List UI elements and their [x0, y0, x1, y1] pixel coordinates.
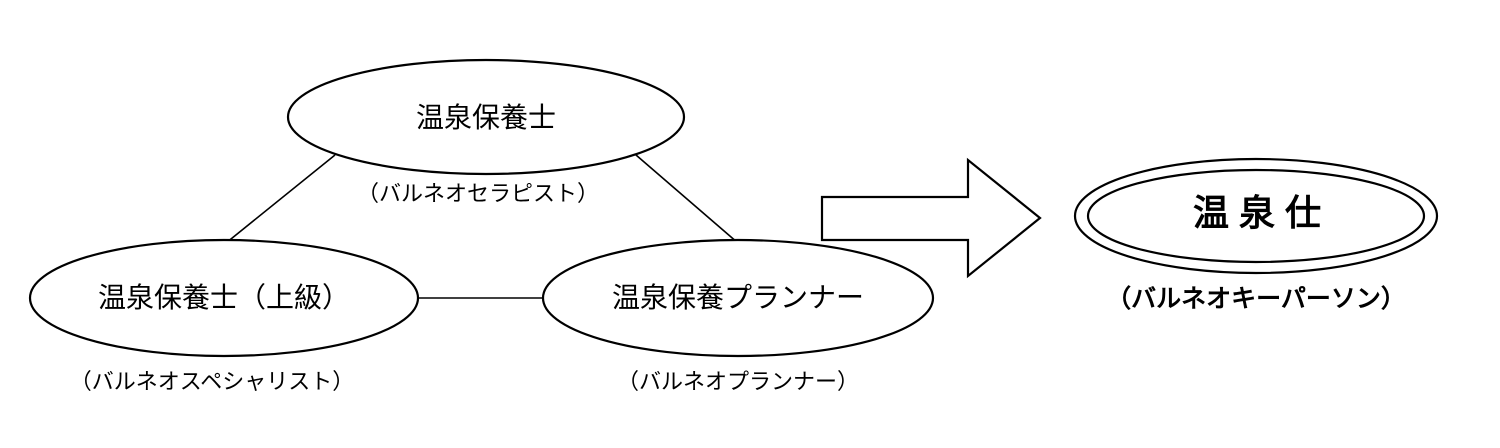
node-left-subtitle: （バルネオスペシャリスト）: [70, 370, 354, 395]
node-top-ellipse: [286, 58, 686, 176]
node-left-ellipse: [28, 238, 420, 358]
result-inner-ellipse: [1086, 168, 1426, 264]
arrow-right-icon: [820, 157, 1042, 279]
node-right-ellipse: [541, 238, 935, 358]
result-node: 温泉仕: [1073, 157, 1439, 275]
node-left-label: 温泉保養士（上級）: [98, 281, 350, 314]
node-left: 温泉保養士（上級）: [28, 238, 420, 358]
node-top: 温泉保養士: [286, 58, 686, 176]
connector-top-left: [225, 154, 336, 244]
result-label: 温泉仕: [1193, 193, 1331, 234]
connector-top-right: [635, 154, 739, 244]
result-subtitle: （バルネオキーパーソン）: [1106, 284, 1406, 313]
node-right-subtitle: （バルネオプランナー）: [617, 370, 859, 395]
node-top-label: 温泉保養士: [416, 101, 556, 134]
node-top-subtitle: （バルネオセラピスト）: [357, 182, 599, 207]
node-right: 温泉保養プランナー: [541, 238, 935, 358]
node-right-label: 温泉保養プランナー: [612, 281, 864, 314]
